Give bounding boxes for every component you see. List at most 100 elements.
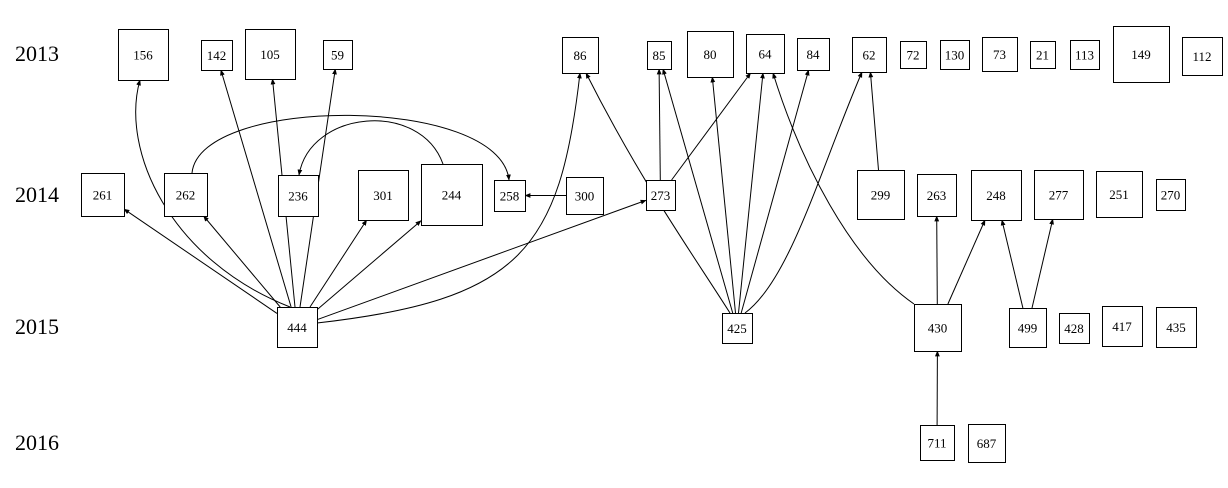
node-label: 248 xyxy=(986,188,1006,203)
year-label-2014: 2014 xyxy=(15,182,59,207)
node-label: 417 xyxy=(1112,319,1132,334)
year-label-2013: 2013 xyxy=(15,41,59,66)
node-258[interactable]: 258 xyxy=(495,181,526,212)
node-label: 149 xyxy=(1131,47,1151,62)
node-105[interactable]: 105 xyxy=(246,30,296,80)
node-444[interactable]: 444 xyxy=(278,308,318,348)
node-425[interactable]: 425 xyxy=(723,314,753,344)
edge-499-to-248 xyxy=(1002,220,1023,308)
node-86[interactable]: 86 xyxy=(563,38,599,74)
node-244[interactable]: 244 xyxy=(422,165,483,226)
edge-273-to-64 xyxy=(672,73,751,180)
node-711[interactable]: 711 xyxy=(921,426,955,461)
node-236[interactable]: 236 xyxy=(279,176,319,217)
node-261[interactable]: 261 xyxy=(82,174,125,217)
node-label: 72 xyxy=(907,48,920,63)
node-label: 105 xyxy=(260,47,280,62)
node-label: 251 xyxy=(1109,187,1129,202)
node-59[interactable]: 59 xyxy=(324,41,353,70)
node-label: 273 xyxy=(651,188,671,203)
node-417[interactable]: 417 xyxy=(1103,307,1143,347)
edge-layer xyxy=(124,69,1053,425)
edge-299-to-62 xyxy=(870,72,878,170)
node-248[interactable]: 248 xyxy=(972,171,1022,221)
node-label: 277 xyxy=(1049,188,1069,203)
node-262[interactable]: 262 xyxy=(165,174,208,217)
node-label: 499 xyxy=(1018,321,1038,336)
node-428[interactable]: 428 xyxy=(1060,314,1090,344)
edge-425-to-80 xyxy=(712,77,735,313)
node-label: 263 xyxy=(927,188,947,203)
node-label: 80 xyxy=(704,47,717,62)
edge-444-to-301 xyxy=(310,220,367,307)
node-label: 86 xyxy=(574,48,588,63)
node-label: 142 xyxy=(207,48,227,63)
node-label: 444 xyxy=(287,320,307,335)
edge-499-to-277 xyxy=(1032,219,1053,308)
node-156[interactable]: 156 xyxy=(119,30,169,81)
edge-444-to-261 xyxy=(124,209,277,313)
node-687[interactable]: 687 xyxy=(969,425,1006,463)
node-84[interactable]: 84 xyxy=(798,39,830,71)
node-301[interactable]: 301 xyxy=(359,171,409,221)
node-80[interactable]: 80 xyxy=(688,32,734,78)
node-label: 687 xyxy=(977,436,997,451)
node-label: 59 xyxy=(331,48,344,63)
node-85[interactable]: 85 xyxy=(648,42,672,70)
node-label: 299 xyxy=(871,188,891,203)
node-499[interactable]: 499 xyxy=(1010,309,1047,348)
node-label: 258 xyxy=(500,189,520,204)
node-label: 430 xyxy=(928,321,948,336)
edge-430-to-263 xyxy=(937,216,938,304)
node-142[interactable]: 142 xyxy=(202,41,233,71)
node-73[interactable]: 73 xyxy=(983,38,1018,72)
node-299[interactable]: 299 xyxy=(858,171,905,220)
year-label-2015: 2015 xyxy=(15,314,59,339)
edge-273-to-85 xyxy=(659,69,660,180)
node-270[interactable]: 270 xyxy=(1157,180,1186,211)
node-label: 156 xyxy=(133,48,153,63)
node-label: 236 xyxy=(288,189,308,204)
node-label: 130 xyxy=(945,48,965,63)
node-263[interactable]: 263 xyxy=(918,175,957,217)
node-layer: 156 142 105 59 86 85 80 64 84 62 72 130 73 21 113 149 11… xyxy=(82,27,1223,463)
node-label: 85 xyxy=(653,48,666,63)
node-72[interactable]: 72 xyxy=(901,42,927,69)
node-label: 84 xyxy=(807,47,821,62)
node-label: 425 xyxy=(727,321,747,336)
node-label: 244 xyxy=(442,188,462,203)
node-label: 73 xyxy=(993,47,1006,62)
edge-444-to-244 xyxy=(317,221,421,310)
node-149[interactable]: 149 xyxy=(1114,27,1170,83)
node-300[interactable]: 300 xyxy=(567,178,604,215)
node-label: 428 xyxy=(1064,321,1084,336)
node-130[interactable]: 130 xyxy=(941,41,970,70)
node-273[interactable]: 273 xyxy=(647,181,676,211)
node-label: 711 xyxy=(927,436,946,451)
node-430[interactable]: 430 xyxy=(915,305,962,352)
node-label: 301 xyxy=(373,188,393,203)
node-label: 435 xyxy=(1166,320,1186,335)
year-label-2016: 2016 xyxy=(15,430,59,455)
node-label: 64 xyxy=(759,47,773,62)
node-64[interactable]: 64 xyxy=(747,35,785,74)
node-label: 270 xyxy=(1161,188,1181,203)
node-435[interactable]: 435 xyxy=(1157,308,1197,348)
node-label: 261 xyxy=(93,188,113,203)
node-label: 112 xyxy=(1192,49,1211,64)
node-62[interactable]: 62 xyxy=(853,38,887,73)
node-label: 262 xyxy=(176,188,196,203)
node-label: 62 xyxy=(863,48,876,63)
edge-430-to-248 xyxy=(948,220,985,304)
edge-425-to-62 xyxy=(745,72,862,313)
node-21[interactable]: 21 xyxy=(1031,42,1056,69)
node-label: 21 xyxy=(1036,48,1049,63)
node-251[interactable]: 251 xyxy=(1097,172,1143,218)
node-label: 113 xyxy=(1075,48,1094,63)
node-113[interactable]: 113 xyxy=(1071,41,1100,70)
edge-444-to-156 xyxy=(136,80,290,307)
node-277[interactable]: 277 xyxy=(1035,171,1084,220)
node-112[interactable]: 112 xyxy=(1183,38,1223,76)
